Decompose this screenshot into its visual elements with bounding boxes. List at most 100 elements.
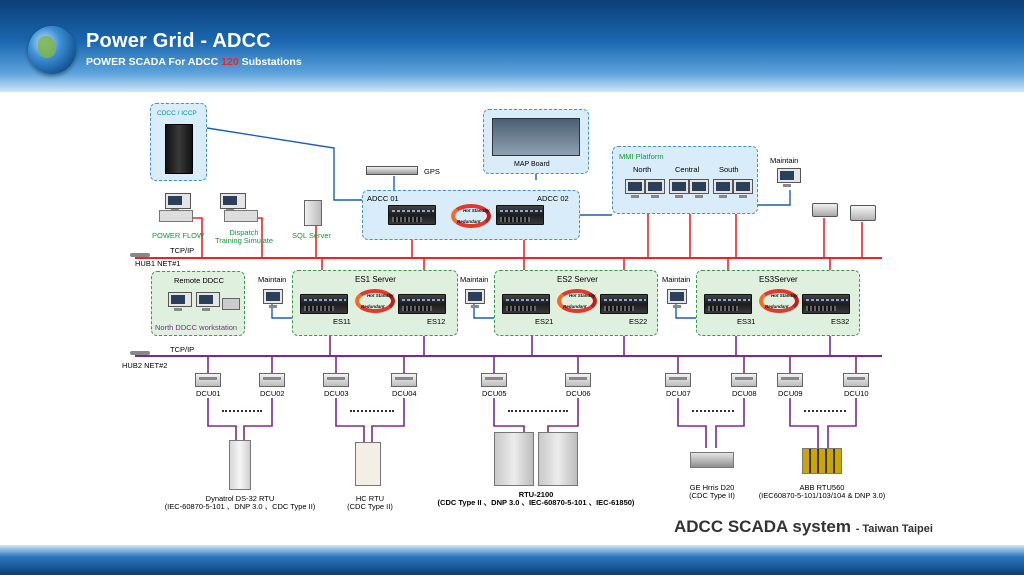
footer-band xyxy=(0,545,1024,575)
mmi-central-monitor2-icon xyxy=(689,179,709,198)
abb-rtu560-caption: ABB RTU560(IEC60870-5-101/103/104 & DNP … xyxy=(758,483,886,501)
tcpip-net1-label: TCP/IP xyxy=(170,246,195,255)
dcu05-06-dots xyxy=(508,410,568,412)
cdcc-label: CDCC / ICCP xyxy=(157,110,197,117)
maintain-top-label: Maintain xyxy=(770,156,799,165)
mainframe-icon xyxy=(165,124,193,174)
abb-rtu560-icon xyxy=(802,448,842,474)
es12-server-icon xyxy=(398,294,446,314)
es12-label: ES12 xyxy=(427,317,446,326)
printer2-icon xyxy=(850,205,876,221)
dcu04-label: DCU04 xyxy=(392,389,417,398)
rtu2100-caption: RTU-2100(CDC Type II 、DNP 3.0 、IEC-60870… xyxy=(437,490,635,508)
substation-count: 120 xyxy=(221,56,239,68)
dcu07-08-dots xyxy=(692,410,734,412)
maintain-es2-label: Maintain xyxy=(460,275,489,284)
rtu2100-rack2-icon xyxy=(538,432,578,486)
dcu07-icon xyxy=(665,373,691,387)
north-ddcc-label: North DDCC workstation xyxy=(155,323,238,332)
hc-rtu-caption: HC RTU(CDC Type II) xyxy=(347,494,393,512)
ddcc-monitor2-icon xyxy=(196,292,220,311)
es21-label: ES21 xyxy=(535,317,554,326)
sql-server-label: SQL Server xyxy=(292,231,331,240)
dcu05-label: DCU05 xyxy=(482,389,507,398)
hub2-label: HUB2 NET#2 xyxy=(122,361,168,370)
mmi-north-monitor2-icon xyxy=(645,179,665,198)
dcu01-icon xyxy=(195,373,221,387)
maintain-es1-label: Maintain xyxy=(258,275,287,284)
gps-device-icon xyxy=(366,166,418,175)
power-flow-monitor-icon xyxy=(165,193,191,212)
dcu02-label: DCU02 xyxy=(260,389,285,398)
adcc01-server-icon xyxy=(388,205,436,225)
mmi-south-label: South xyxy=(719,165,739,174)
maintain-es1-laptop-icon xyxy=(263,289,283,308)
es11-label: ES11 xyxy=(333,317,351,326)
remote-ddcc-label: Remote DDCC xyxy=(174,276,225,285)
map-board-label: MAP Board xyxy=(514,161,550,168)
hub1-label: HUB1 NET#1 xyxy=(135,259,181,268)
es31-label: ES31 xyxy=(737,317,756,326)
map-board-box: MAP Board xyxy=(483,109,589,174)
mmi-north-label: North xyxy=(633,165,652,174)
dynatrol-rtu-icon xyxy=(229,440,251,490)
dcu06-label: DCU06 xyxy=(566,389,591,398)
dcu09-10-dots xyxy=(804,410,846,412)
ddcc-printer-icon xyxy=(222,298,240,310)
dcu02-icon xyxy=(259,373,285,387)
gps-label: GPS xyxy=(424,167,440,176)
control-room-icon xyxy=(492,118,580,156)
maintain-es2-laptop-icon xyxy=(465,289,485,308)
adcc02-label: ADCC 02 xyxy=(537,194,569,203)
remote-ddcc-box: Remote DDCC North DDCC workstation xyxy=(151,271,245,336)
page-subtitle: POWER SCADA For ADCC 120 Substations xyxy=(86,56,302,68)
dcu08-label: DCU08 xyxy=(732,389,757,398)
system-caption: ADCC SCADA system - Taiwan Taipei xyxy=(674,517,933,536)
es3-label: ES3Server xyxy=(759,275,798,284)
dcu10-icon xyxy=(843,373,869,387)
dcu06-icon xyxy=(565,373,591,387)
dcu01-label: DCU01 xyxy=(196,389,221,398)
es31-server-icon xyxy=(704,294,752,314)
dynatrol-rtu-caption: Dynatrol DS-32 RTU(IEC-60870-5-101 、DNP … xyxy=(164,494,316,512)
cdcc-iccp-box: CDCC / ICCP xyxy=(150,103,207,181)
mmi-north-monitor-icon xyxy=(625,179,645,198)
maintain-laptop-icon xyxy=(777,168,801,187)
dcu03-04-dots xyxy=(350,410,394,412)
power-flow-pc-icon xyxy=(159,210,193,222)
tcpip-net2-label: TCP/IP xyxy=(170,345,195,354)
es32-server-icon xyxy=(802,294,850,314)
mmi-platform-label: MMI Platform xyxy=(619,152,664,161)
es1-label: ES1 Server xyxy=(355,275,396,284)
es11-server-icon xyxy=(300,294,348,314)
dcu04-icon xyxy=(391,373,417,387)
mmi-platform-box: MMI Platform North Central South xyxy=(612,146,758,214)
dcu05-icon xyxy=(481,373,507,387)
hub1-icon xyxy=(130,253,150,257)
mmi-central-monitor-icon xyxy=(669,179,689,198)
adcc02-server-icon xyxy=(496,205,544,225)
es2-label: ES2 Server xyxy=(557,275,598,284)
globe-icon xyxy=(28,26,76,74)
ddcc-monitor-icon xyxy=(168,292,192,311)
sql-server-icon xyxy=(304,200,322,226)
maintain-es3-label: Maintain xyxy=(662,275,691,284)
dcu10-label: DCU10 xyxy=(844,389,869,398)
es22-label: ES22 xyxy=(629,317,648,326)
dcu09-icon xyxy=(777,373,803,387)
printer-icon xyxy=(812,203,838,217)
hc-rtu-icon xyxy=(355,442,381,486)
dcu03-label: DCU03 xyxy=(324,389,349,398)
mmi-south-monitor-icon xyxy=(713,179,733,198)
mmi-south-monitor2-icon xyxy=(733,179,753,198)
dcu08-icon xyxy=(731,373,757,387)
ge-d20-icon xyxy=(690,452,734,468)
adcc01-label: ADCC 01 xyxy=(367,194,399,203)
